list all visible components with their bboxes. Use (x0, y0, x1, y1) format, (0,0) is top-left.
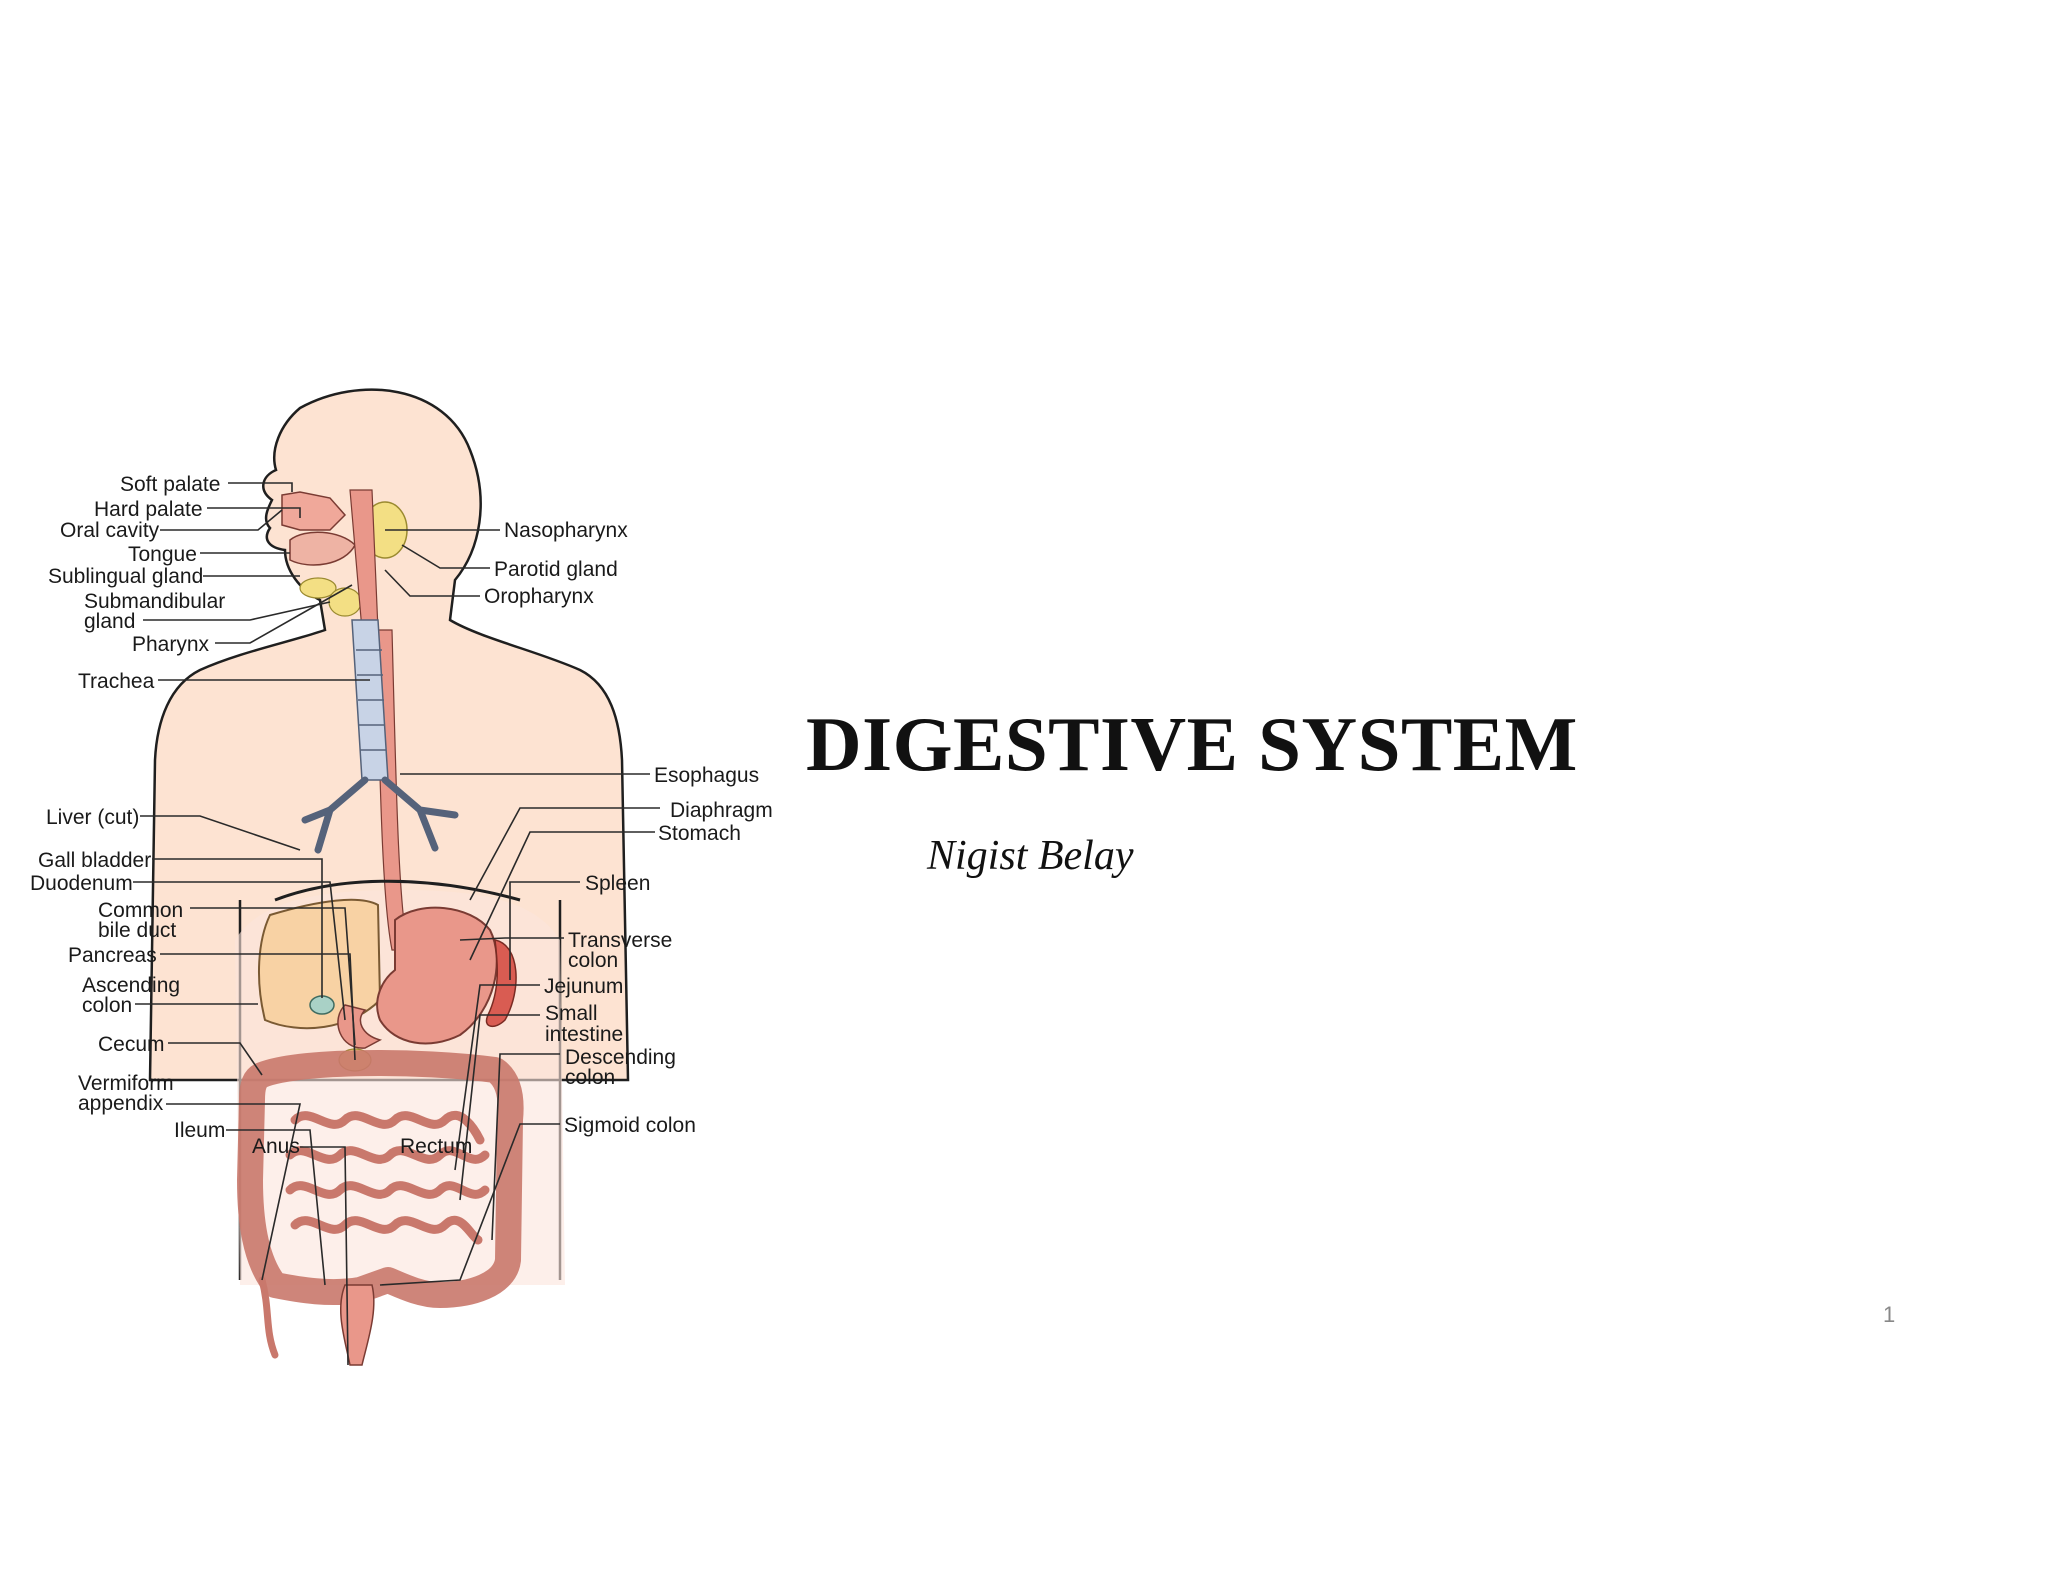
label-anus: Anus (252, 1135, 300, 1158)
label-trachea: Trachea (78, 670, 155, 693)
label-appendix: appendix (78, 1092, 164, 1115)
label-soft-palate: Soft palate (120, 473, 220, 496)
label-oropharynx: Oropharynx (484, 585, 594, 608)
label-liver: Liver (cut) (46, 806, 139, 829)
label-diaphragm: Diaphragm (670, 799, 773, 822)
slide-number: 1 (1883, 1302, 1895, 1328)
rectum-shape (341, 1285, 374, 1365)
label-cecum: Cecum (98, 1033, 165, 1056)
label-sublingual-gland: Sublingual gland (48, 565, 203, 588)
label-gall-bladder: Gall bladder (38, 849, 151, 872)
label-hard-palate: Hard palate (94, 498, 203, 521)
label-rectum: Rectum (400, 1135, 472, 1158)
gall-bladder-shape (310, 996, 334, 1014)
label-spleen: Spleen (585, 872, 650, 895)
label-tongue: Tongue (128, 543, 197, 566)
label-pancreas: Pancreas (68, 944, 157, 967)
label-nasopharynx: Nasopharynx (504, 519, 628, 542)
label-submandibular-gland: gland (84, 610, 135, 633)
label-ileum: Ileum (174, 1119, 225, 1142)
label-descending-colon: colon (565, 1066, 615, 1089)
label-transverse-colon: colon (568, 949, 618, 972)
label-esophagus: Esophagus (654, 764, 759, 787)
label-duodenum: Duodenum (30, 872, 133, 895)
slide-title: DIGESTIVE SYSTEM (806, 700, 1578, 789)
label-jejunum: Jejunum (544, 975, 623, 998)
digestive-system-diagram: Soft palate Hard palate Oral cavity Tong… (0, 380, 790, 1390)
slide-author: Nigist Belay (927, 832, 1133, 880)
submandibular-gland-shape (329, 588, 361, 616)
label-oral-cavity: Oral cavity (60, 519, 160, 542)
label-parotid-gland: Parotid gland (494, 558, 618, 581)
label-small-intestine: intestine (545, 1023, 623, 1046)
label-bile-duct: bile duct (98, 919, 176, 942)
label-pharynx: Pharynx (132, 633, 210, 656)
label-ascending-colon: colon (82, 994, 132, 1017)
label-small: Small (545, 1002, 598, 1025)
label-sigmoid-colon: Sigmoid colon (564, 1114, 696, 1137)
label-stomach: Stomach (658, 822, 741, 845)
